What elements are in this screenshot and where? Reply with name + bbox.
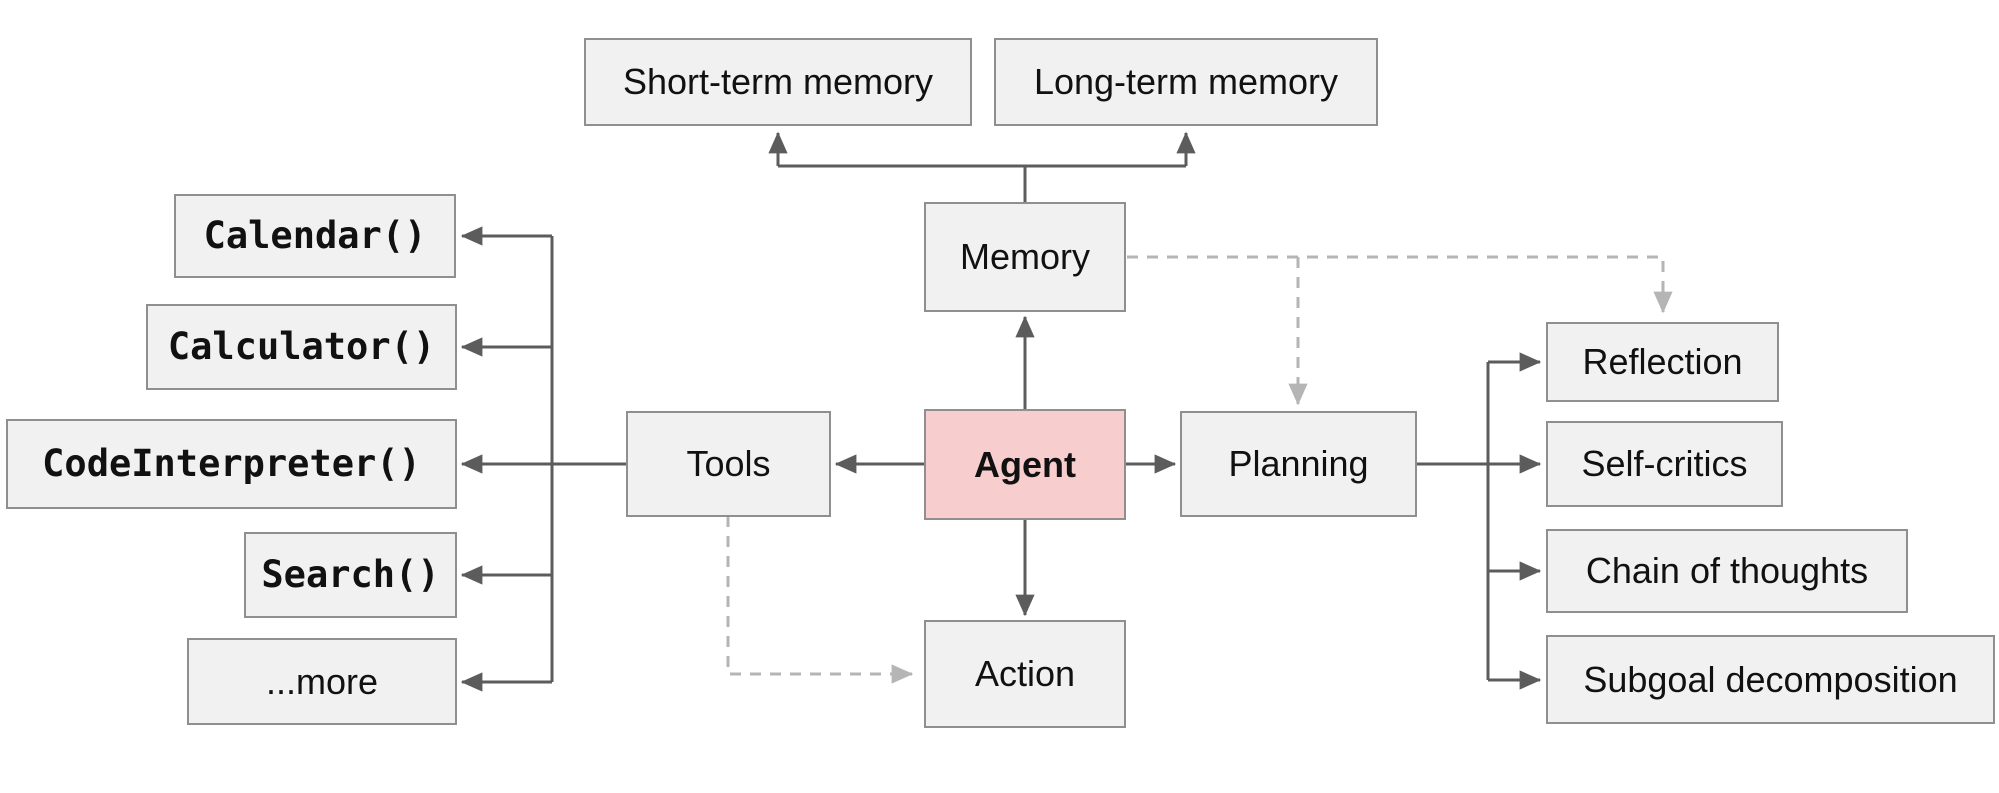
node-short-term-memory: Short-term memory [584, 38, 972, 126]
node-search: Search() [244, 532, 457, 618]
node-long-term-memory: Long-term memory [994, 38, 1378, 126]
node-action: Action [924, 620, 1126, 728]
dashed-edges [726, 255, 1673, 684]
edge-tools-action-dashed [726, 516, 914, 684]
solid-edges [460, 131, 1542, 692]
edges-memory-to-memory-types [768, 131, 1196, 202]
edge-memory-reflection-dashed [1127, 255, 1673, 314]
node-code-interpreter: CodeInterpreter() [6, 419, 457, 509]
edges-planning-to-strategies [1417, 352, 1542, 690]
node-agent: Agent [924, 409, 1126, 520]
node-chain-of-thoughts: Chain of thoughts [1546, 529, 1908, 613]
node-more: ...more [187, 638, 457, 725]
node-subgoal-decomposition: Subgoal decomposition [1546, 635, 1995, 724]
node-calculator: Calculator() [146, 304, 457, 390]
node-planning: Planning [1180, 411, 1417, 517]
node-tools: Tools [626, 411, 831, 517]
node-calendar: Calendar() [174, 194, 456, 278]
node-self-critics: Self-critics [1546, 421, 1783, 507]
node-reflection: Reflection [1546, 322, 1779, 402]
edges-tools-to-tool-list [460, 226, 626, 692]
node-memory: Memory [924, 202, 1126, 312]
